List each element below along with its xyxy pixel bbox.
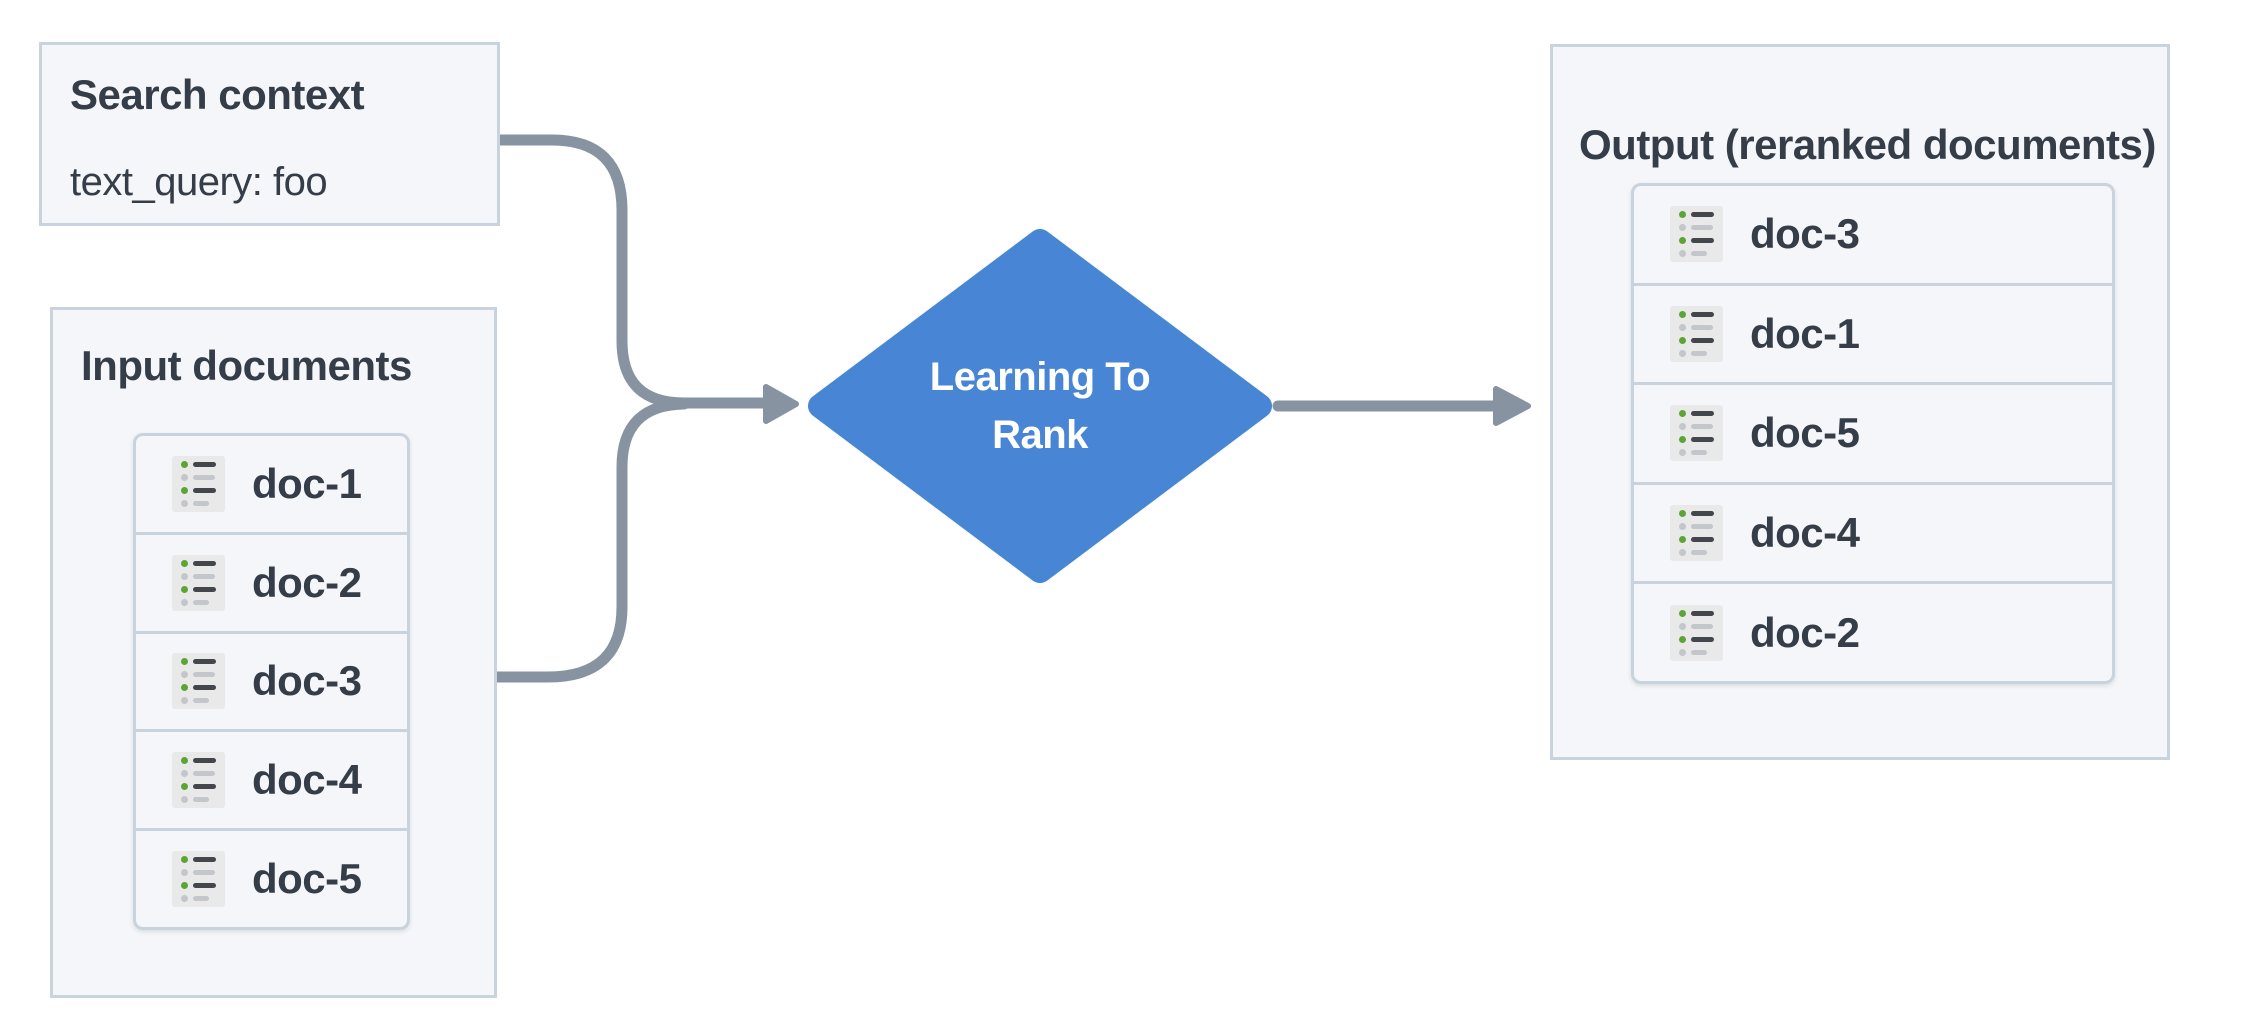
- search-context-title: Search context: [70, 71, 365, 118]
- input-documents-panel: Input documents doc-1 doc-2: [50, 307, 497, 998]
- search-context-connector: [494, 134, 772, 409]
- output-doc-row: doc-5: [1634, 385, 2112, 485]
- learning-to-rank-node: Learning To Rank: [808, 346, 1272, 466]
- output-panel: Output (reranked documents) doc-3: [1550, 44, 2170, 760]
- document-list-icon: [1670, 505, 1723, 562]
- learning-to-rank-node-shape: [808, 229, 1272, 583]
- document-list-icon: [1670, 604, 1723, 661]
- input-doc-row: doc-5: [136, 831, 407, 927]
- document-list-icon: [172, 851, 225, 908]
- input-documents-list: doc-1 doc-2 doc-3: [133, 433, 410, 930]
- doc-label: doc-5: [252, 855, 362, 903]
- output-doc-row: doc-1: [1634, 286, 2112, 386]
- doc-label: doc-3: [1750, 210, 1860, 258]
- arrowhead-into-output-icon: [1493, 386, 1531, 426]
- document-list-icon: [1670, 305, 1723, 362]
- output-doc-row: doc-3: [1634, 186, 2112, 286]
- doc-label: doc-5: [1750, 409, 1860, 457]
- input-doc-row: doc-3: [136, 634, 407, 733]
- document-list-icon: [172, 554, 225, 611]
- search-query-text: text_query: foo: [70, 160, 328, 204]
- node-label-line2: Rank: [992, 413, 1088, 457]
- input-documents-title: Input documents: [81, 342, 412, 389]
- doc-label: doc-1: [1750, 309, 1860, 357]
- output-title: Output (reranked documents): [1579, 121, 2156, 168]
- output-documents-list: doc-3 doc-1 doc-5: [1631, 183, 2115, 684]
- doc-label: doc-1: [252, 459, 362, 507]
- doc-label: doc-4: [1750, 509, 1860, 557]
- output-doc-row: doc-2: [1634, 584, 2112, 681]
- document-list-icon: [1670, 405, 1723, 462]
- input-doc-row: doc-1: [136, 436, 407, 535]
- doc-label: doc-2: [252, 558, 362, 606]
- output-doc-row: doc-4: [1634, 485, 2112, 585]
- document-list-icon: [172, 455, 225, 512]
- input-doc-row: doc-4: [136, 732, 407, 832]
- doc-label: doc-4: [252, 756, 362, 804]
- node-label-line1: Learning To: [929, 355, 1151, 399]
- input-doc-row: doc-2: [136, 535, 407, 634]
- doc-label: doc-3: [252, 657, 362, 705]
- document-list-icon: [172, 653, 225, 710]
- input-documents-connector: [491, 398, 690, 683]
- arrowhead-into-node-icon: [763, 384, 799, 424]
- document-list-icon: [172, 752, 225, 809]
- search-context-panel: Search context text_query: foo: [39, 42, 500, 226]
- doc-label: doc-2: [1750, 608, 1860, 656]
- document-list-icon: [1670, 206, 1723, 263]
